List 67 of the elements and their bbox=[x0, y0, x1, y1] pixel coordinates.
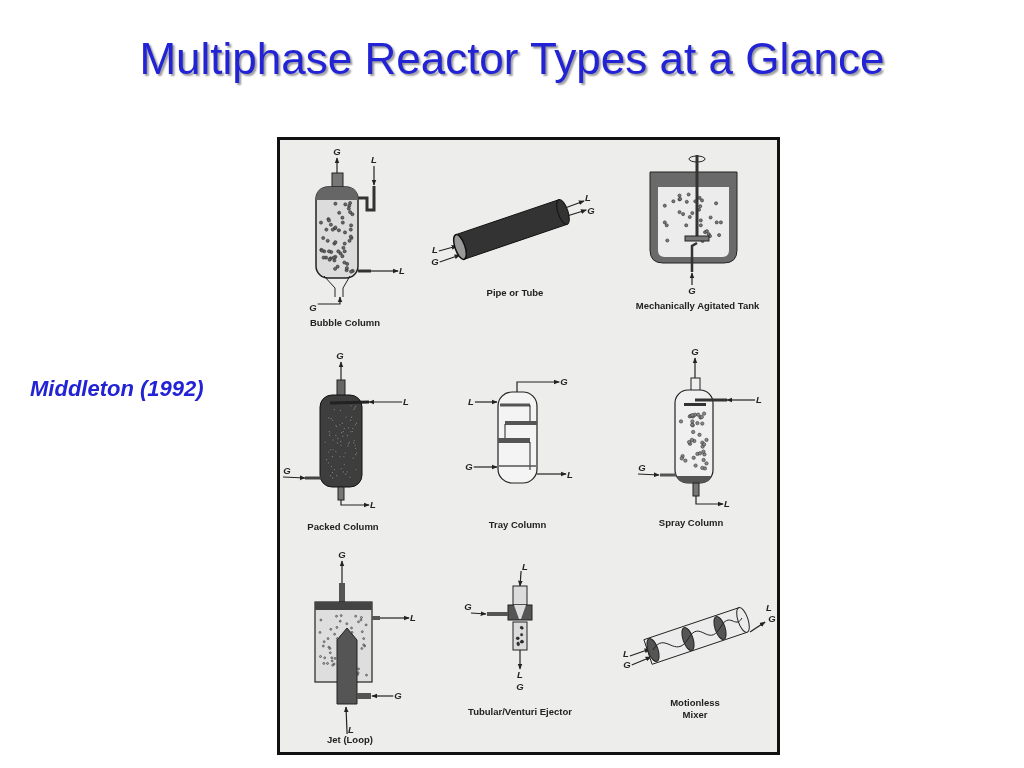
arrow bbox=[516, 379, 560, 393]
stream-label: G bbox=[309, 303, 317, 313]
stream-label: L bbox=[585, 193, 591, 203]
arrow bbox=[517, 649, 523, 670]
arrow bbox=[339, 560, 345, 584]
arrow bbox=[282, 475, 306, 481]
stream-label: G bbox=[333, 147, 341, 157]
reactor-name: Tray Column bbox=[487, 519, 548, 531]
arrow bbox=[726, 397, 756, 403]
reactor-name: Tubular/Venturi Ejector bbox=[467, 706, 573, 718]
citation: Middleton (1992) bbox=[30, 376, 204, 402]
stream-label: G bbox=[465, 462, 473, 472]
stream-label: G bbox=[394, 691, 402, 701]
stream-label: G bbox=[338, 550, 346, 560]
reactor-name: Pipe or Tube bbox=[485, 287, 545, 299]
arrow bbox=[334, 157, 340, 175]
arrow bbox=[689, 272, 695, 286]
stream-label: G bbox=[623, 660, 631, 670]
stream-label: G bbox=[464, 602, 472, 612]
stream-label: L bbox=[370, 500, 376, 510]
arrow bbox=[518, 570, 523, 587]
reactor-name: Mechanically Agitated Tank bbox=[634, 300, 761, 312]
reactor-name: Packed Column bbox=[306, 521, 380, 533]
stream-label: G bbox=[638, 463, 646, 473]
arrow bbox=[692, 357, 698, 379]
arrow bbox=[317, 296, 343, 305]
arrow bbox=[340, 499, 370, 508]
stream-label: L bbox=[756, 395, 762, 405]
arrow bbox=[470, 611, 487, 617]
stream-label: L bbox=[766, 603, 772, 613]
arrow bbox=[379, 615, 410, 621]
arrow bbox=[370, 268, 399, 274]
arrow bbox=[371, 165, 377, 186]
stream-label: L bbox=[468, 397, 474, 407]
arrow bbox=[749, 621, 766, 633]
stream-label: L bbox=[348, 725, 354, 735]
arrow bbox=[371, 693, 394, 699]
reactor-name: Spray Column bbox=[657, 517, 725, 529]
stream-label: L bbox=[432, 245, 438, 255]
arrow bbox=[338, 361, 344, 381]
reactor-name: Motionless Mixer bbox=[669, 697, 721, 721]
stream-label: G bbox=[768, 614, 776, 624]
reactor-name: Bubble Column bbox=[308, 317, 382, 329]
stream-label: G bbox=[560, 377, 568, 387]
stream-label: G bbox=[283, 466, 291, 476]
stream-label: L bbox=[399, 266, 405, 276]
stream-label: L bbox=[371, 155, 377, 165]
arrow bbox=[695, 495, 724, 507]
stream-label: G bbox=[587, 206, 595, 216]
stream-label: L bbox=[623, 649, 629, 659]
arrow bbox=[368, 399, 403, 405]
arrow bbox=[637, 472, 660, 478]
stream-label: G bbox=[688, 286, 696, 296]
stream-label: G bbox=[431, 257, 439, 267]
stream-label: G bbox=[336, 351, 344, 361]
stream-label: L bbox=[410, 613, 416, 623]
slide-title: Multiphase Reactor Types at a Glance bbox=[139, 34, 885, 84]
arrow bbox=[473, 464, 498, 470]
stream-label: G bbox=[691, 347, 699, 357]
stream-label: L bbox=[403, 397, 409, 407]
arrow bbox=[474, 399, 498, 405]
arrow bbox=[343, 706, 349, 735]
stream-label: L bbox=[567, 470, 573, 480]
stream-label: L bbox=[522, 562, 528, 572]
arrow bbox=[564, 200, 585, 209]
arrow bbox=[631, 656, 652, 666]
reactor-name: Jet (Loop) bbox=[326, 734, 374, 746]
